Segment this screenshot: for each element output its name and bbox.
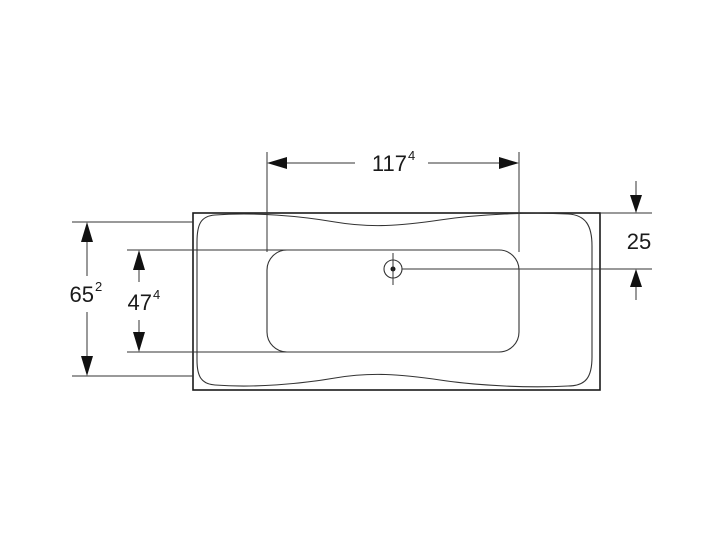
dimension-drain-offset: 25 (402, 181, 652, 300)
dimension-inner-width: 47 4 (127, 249, 320, 353)
dim-inner-width-value: 47 (128, 290, 152, 315)
dim-outer-width-value: 65 (70, 282, 94, 307)
drain-icon (383, 253, 403, 285)
dim-inner-width-superscript: 4 (153, 287, 160, 302)
dimension-inner-length: 117 4 (266, 148, 520, 252)
tub-inner-basin (266, 249, 520, 353)
dim-drain-offset-value: 25 (627, 229, 651, 254)
dim-inner-length-superscript: 4 (408, 148, 415, 163)
dimension-outer-width: 65 2 (70, 221, 193, 377)
dim-inner-length-value: 117 (372, 151, 407, 176)
tub-inner-contour (196, 212, 593, 388)
tub-outer-rim (192, 212, 601, 391)
dim-outer-width-superscript: 2 (95, 279, 102, 294)
